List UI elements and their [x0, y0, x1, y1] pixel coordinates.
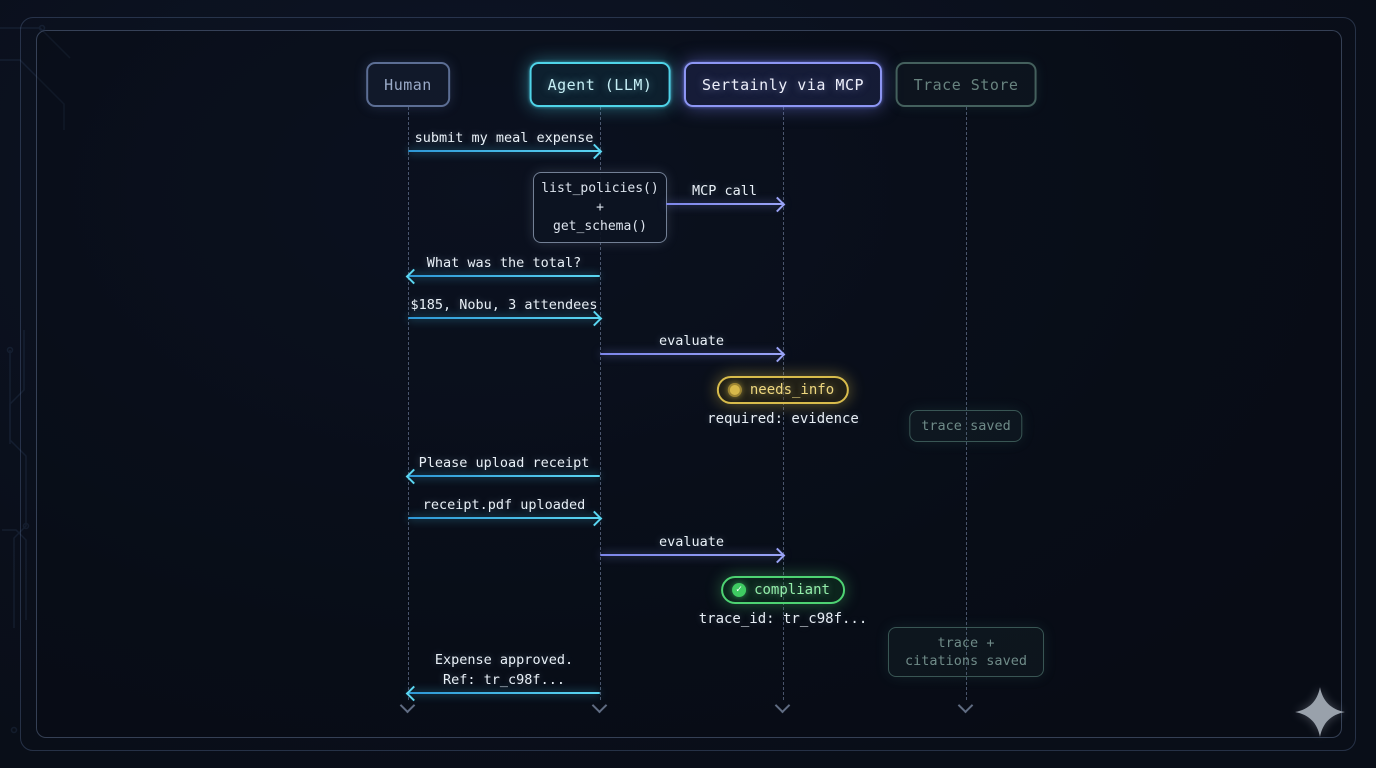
message-what-was-total: What was the total?: [405, 255, 600, 285]
arrow-line: [666, 196, 786, 213]
needs-info-dot-icon: [727, 383, 742, 397]
actor-label: Trace Store: [913, 75, 1019, 94]
actor-sertainly-mcp: Sertainly via MCP: [683, 62, 883, 107]
arrow-line: [405, 268, 600, 285]
note-line: +: [596, 200, 604, 215]
circuit-pattern-left: [2, 330, 30, 734]
lifeline-human: [408, 107, 409, 700]
sparkle-icon: [1295, 687, 1345, 737]
message-label: $185, Nobu, 3 attendees: [410, 297, 598, 313]
arrow-line: [408, 310, 603, 327]
lifeline-end-arrow-icon: [591, 697, 608, 714]
message-evaluate-2: evaluate: [600, 534, 786, 564]
arrow-line: [408, 510, 603, 527]
arrow-line: [408, 143, 603, 160]
circuit-pattern-topleft: [0, 24, 71, 130]
message-label: evaluate: [658, 534, 725, 550]
note-line: get_schema(): [553, 219, 647, 234]
status-badge-compliant: ✓ compliant: [721, 576, 845, 604]
message-label: evaluate: [658, 333, 725, 349]
lifeline-trace-store: [966, 107, 967, 700]
message-upload-receipt: Please upload receipt: [405, 455, 600, 485]
message-label: What was the total?: [426, 255, 582, 271]
message-mcp-call: MCP call: [666, 183, 786, 213]
arrow-line: [600, 547, 786, 564]
actor-label: Sertainly via MCP: [701, 75, 865, 94]
message-label: Ref: tr_c98f...: [443, 672, 565, 688]
lifeline-end-arrow-icon: [774, 697, 791, 714]
message-label: submit my meal expense: [414, 130, 594, 146]
message-evaluate-1: evaluate: [600, 333, 786, 363]
self-call-note: list_policies() + get_schema(): [533, 172, 667, 243]
message-submit-expense: submit my meal expense: [408, 130, 603, 160]
actor-agent-llm: Agent (LLM): [529, 62, 671, 107]
arrow-line: [405, 685, 600, 702]
message-label: Please upload receipt: [418, 455, 590, 471]
trace-note-saved: trace saved: [909, 410, 1023, 442]
check-icon: ✓: [732, 583, 747, 597]
message-expense-details: $185, Nobu, 3 attendees: [408, 297, 603, 327]
message-expense-approved: Expense approved. Ref: tr_c98f...: [405, 652, 600, 702]
lifeline-end-arrow-icon: [957, 697, 974, 714]
status-badge-needs-info: needs_info: [716, 376, 850, 404]
actor-label: Human: [384, 75, 432, 94]
diagram-panel: [36, 30, 1342, 738]
lifeline-agent: [600, 107, 601, 700]
badge-label: needs_info: [749, 382, 835, 398]
message-label: receipt.pdf uploaded: [422, 497, 586, 513]
actor-label: Agent (LLM): [547, 75, 653, 94]
badge-label: compliant: [754, 582, 830, 598]
arrow-line: [600, 346, 786, 363]
check-glyph: ✓: [736, 584, 743, 595]
message-label: MCP call: [691, 183, 758, 199]
actor-trace-store: Trace Store: [895, 62, 1037, 107]
annotation-required-evidence: required: evidence: [707, 411, 859, 427]
annotation-trace-id: trace_id: tr_c98f...: [698, 611, 868, 627]
trace-note-citations-saved: trace + citations saved: [888, 627, 1044, 677]
message-receipt-uploaded: receipt.pdf uploaded: [408, 497, 603, 527]
outer-frame: [20, 17, 1356, 751]
actor-human: Human: [366, 62, 450, 107]
note-line: list_policies(): [541, 181, 659, 196]
message-label: Expense approved.: [434, 652, 574, 668]
arrow-line: [405, 468, 600, 485]
